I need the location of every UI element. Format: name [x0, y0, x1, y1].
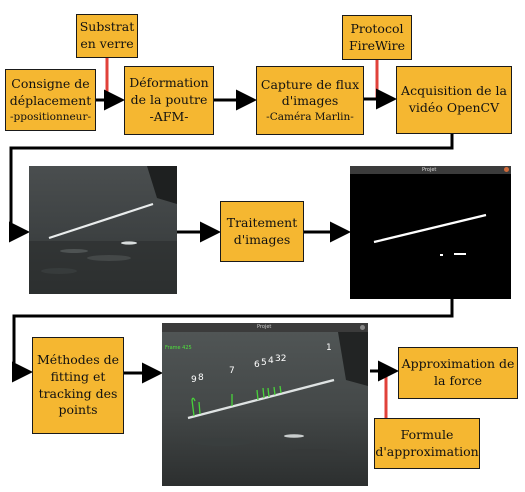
tracking-window-close-icon[interactable]: [360, 325, 365, 330]
protocol-line1: Protocol: [350, 20, 404, 36]
consigne-line1: Consigne de: [11, 76, 90, 92]
approximation-line1: Approximation de: [401, 356, 515, 372]
consigne-line2: déplacement: [9, 92, 92, 108]
processed-window-title: Projet: [422, 167, 437, 173]
methodes-line3: tracking des: [38, 385, 118, 401]
capture-line2: d'images: [281, 93, 339, 109]
tracking-window-title: Projet: [257, 324, 272, 330]
box-approximation: Approximation de la force: [398, 347, 518, 399]
deformation-line3: -AFM-: [149, 108, 189, 124]
tracking-frame-label: Frame 425: [165, 345, 192, 351]
formule-line1: Formule: [400, 426, 454, 442]
traitement-line2: d'images: [233, 231, 291, 247]
processed-image-window: Projet: [350, 166, 511, 299]
methodes-line4: points: [58, 402, 98, 418]
capture-line3: -Caméra Marlin-: [266, 111, 354, 124]
traitement-line1: Traitement: [226, 214, 298, 230]
point-label-8: 8: [198, 373, 204, 383]
processed-window-close-icon[interactable]: [504, 167, 509, 172]
point-label-9: 9: [191, 375, 197, 385]
box-formule: Formule d'approximation: [374, 418, 480, 469]
formule-line2: d'approximation: [375, 443, 479, 459]
approximation-line2: la force: [434, 373, 482, 388]
deformation-line2: de la poutre: [130, 92, 208, 108]
methodes-line2: fitting et: [50, 368, 106, 384]
deformation-line1: Déformation: [129, 75, 209, 91]
box-traitement: Traitement d'images: [220, 201, 304, 262]
tracking-image-window: Projet Frame 425 1 32 4 5 6: [162, 323, 368, 486]
box-substrat: Substrat en verre: [76, 14, 138, 58]
box-consigne: Consigne de déplacement -ppositionneur-: [5, 69, 96, 131]
point-label-5: 5: [261, 358, 267, 368]
box-acquisition: Acquisition de la vidéo OpenCV: [396, 66, 512, 134]
box-protocol: Protocol FireWire: [342, 15, 412, 60]
processed-window-titlebar: Projet: [350, 166, 511, 174]
consigne-line3: -ppositionneur-: [9, 110, 92, 123]
point-label-7: 7: [229, 366, 235, 376]
substrat-line2: en verre: [80, 36, 134, 51]
substrat-line1: Substrat: [79, 19, 135, 35]
acquisition-line2: vidéo OpenCV: [408, 100, 500, 115]
point-label-32: 32: [275, 354, 287, 364]
capture-line1: Capture de flux: [260, 76, 360, 92]
box-methodes: Méthodes de fitting et tracking des poin…: [32, 337, 124, 434]
raw-camera-image: [29, 166, 177, 294]
point-label-1: 1: [326, 343, 332, 353]
acquisition-line1: Acquisition de la: [401, 83, 507, 99]
methodes-line1: Méthodes de: [37, 351, 119, 367]
point-label-6: 6: [254, 360, 260, 370]
protocol-line2: FireWire: [348, 37, 406, 53]
point-label-4: 4: [268, 356, 274, 366]
box-capture: Capture de flux d'images -Caméra Marlin-: [256, 66, 364, 135]
box-deformation: Déformation de la poutre -AFM-: [124, 66, 214, 135]
tracking-window-titlebar: Projet: [162, 323, 368, 332]
